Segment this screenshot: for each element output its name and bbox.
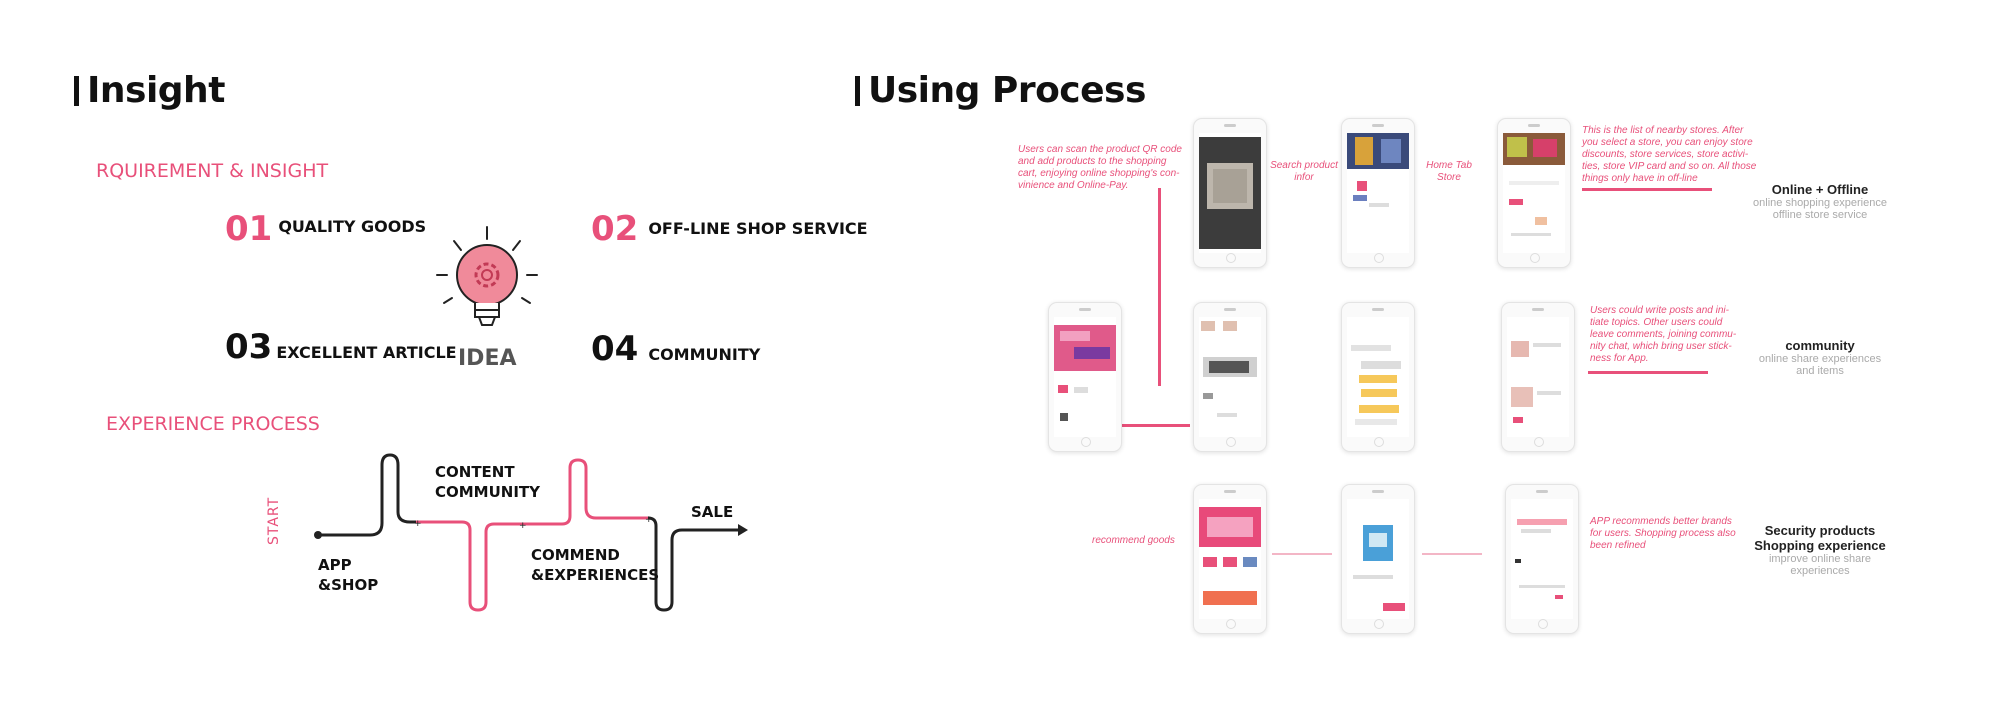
svg-text:+: + bbox=[414, 519, 422, 529]
item-label: OFF-LINE SHOP SERVICE bbox=[648, 219, 868, 238]
row-title: Security products bbox=[1764, 523, 1876, 538]
svg-text:+: + bbox=[645, 515, 653, 525]
row-label-community: community online share experiences and i… bbox=[1740, 338, 1900, 377]
item-label: COMMUNITY bbox=[648, 345, 761, 364]
flow-sale: SALE bbox=[691, 503, 734, 521]
connector-line bbox=[1588, 371, 1708, 374]
insight-item-03: 03 EXCELLENT ARTICLE bbox=[225, 330, 457, 364]
process-heading-text: Using Process bbox=[868, 70, 1146, 111]
flow-start-label: START bbox=[266, 496, 282, 545]
flow-content-community: CONTENT COMMUNITY bbox=[435, 462, 540, 502]
row-label-security: Security products Shopping experience im… bbox=[1740, 523, 1900, 577]
note-search: Search product infor bbox=[1270, 160, 1338, 183]
idea-label: IDEA bbox=[458, 346, 517, 371]
row-label-online-offline: Online + Offline online shopping experie… bbox=[1740, 182, 1900, 221]
phone-chat bbox=[1341, 302, 1415, 452]
connector-line bbox=[1582, 188, 1712, 191]
item-number: 04 bbox=[591, 329, 639, 369]
phone-qr-scan bbox=[1193, 118, 1267, 268]
flow-content-line2: COMMUNITY bbox=[435, 483, 541, 501]
heading-bar bbox=[855, 75, 860, 106]
item-label: EXCELLENT ARTICLE bbox=[276, 343, 457, 362]
phone-posts bbox=[1501, 302, 1575, 452]
row-title: Online + Offline bbox=[1771, 182, 1869, 197]
connector-line bbox=[1422, 553, 1482, 555]
phone-search bbox=[1341, 118, 1415, 268]
flow-app-line2: &SHOP bbox=[318, 576, 379, 594]
connector-line bbox=[1080, 424, 1190, 427]
row-subtitle: and items bbox=[1796, 365, 1844, 377]
flow-app-line1: APP bbox=[318, 556, 352, 574]
item-number: 01 bbox=[225, 209, 273, 249]
note-posts: Users could write posts and ini- tiate t… bbox=[1590, 305, 1737, 364]
phone-brands bbox=[1505, 484, 1579, 634]
svg-text:+: + bbox=[519, 521, 527, 531]
flow-commend-line1: COMMEND bbox=[531, 546, 620, 564]
note-recommend: recommend goods bbox=[1092, 535, 1175, 546]
note-home-tab: Home Tab Store bbox=[1426, 160, 1472, 183]
process-heading: Using Process bbox=[855, 70, 1146, 111]
phone-product-detail bbox=[1341, 484, 1415, 634]
insight-heading: Insight bbox=[74, 70, 225, 111]
flow-commend: COMMEND &EXPERIENCES bbox=[531, 545, 659, 585]
item-label: QUALITY GOODS bbox=[278, 217, 427, 236]
row-title: Shopping experience bbox=[1754, 538, 1886, 553]
experience-flow-line: + + + bbox=[314, 453, 748, 612]
phone-recommend bbox=[1193, 484, 1267, 634]
phone-main bbox=[1048, 302, 1122, 452]
item-number: 03 bbox=[225, 327, 273, 367]
insight-item-04: 04 COMMUNITY bbox=[591, 332, 760, 366]
item-number: 02 bbox=[591, 209, 639, 249]
row-subtitle: online share experiences bbox=[1758, 353, 1882, 365]
flow-app-shop: APP &SHOP bbox=[318, 555, 378, 595]
row-subtitle: experiences bbox=[1790, 565, 1850, 577]
note-scan: Users can scan the product QR code and a… bbox=[1018, 144, 1182, 191]
connector-line bbox=[1158, 188, 1161, 386]
lightbulb-gear-icon bbox=[436, 226, 538, 326]
insight-item-01: 01 QUALITY GOODS bbox=[225, 212, 426, 246]
phone-home-store bbox=[1497, 118, 1571, 268]
note-stores: This is the list of nearby stores. After… bbox=[1582, 125, 1757, 184]
insight-heading-text: Insight bbox=[87, 70, 225, 111]
flow-commend-line2: &EXPERIENCES bbox=[531, 566, 660, 584]
flow-content-line1: CONTENT bbox=[435, 463, 515, 481]
note-brands: APP recommends better brands for users. … bbox=[1590, 516, 1736, 551]
row-subtitle: offline store service bbox=[1772, 209, 1868, 221]
row-subtitle: improve online share bbox=[1768, 553, 1872, 565]
experience-title: EXPERIENCE PROCESS bbox=[106, 413, 320, 435]
connector-line bbox=[1272, 553, 1332, 555]
requirement-title: RQUIREMENT & INSIGHT bbox=[96, 160, 329, 182]
insight-item-02: 02 OFF-LINE SHOP SERVICE bbox=[591, 212, 868, 246]
row-title: community bbox=[1785, 338, 1855, 353]
heading-bar bbox=[74, 75, 79, 106]
phone-community-feed bbox=[1193, 302, 1267, 452]
row-subtitle: online shopping experience bbox=[1753, 197, 1887, 209]
